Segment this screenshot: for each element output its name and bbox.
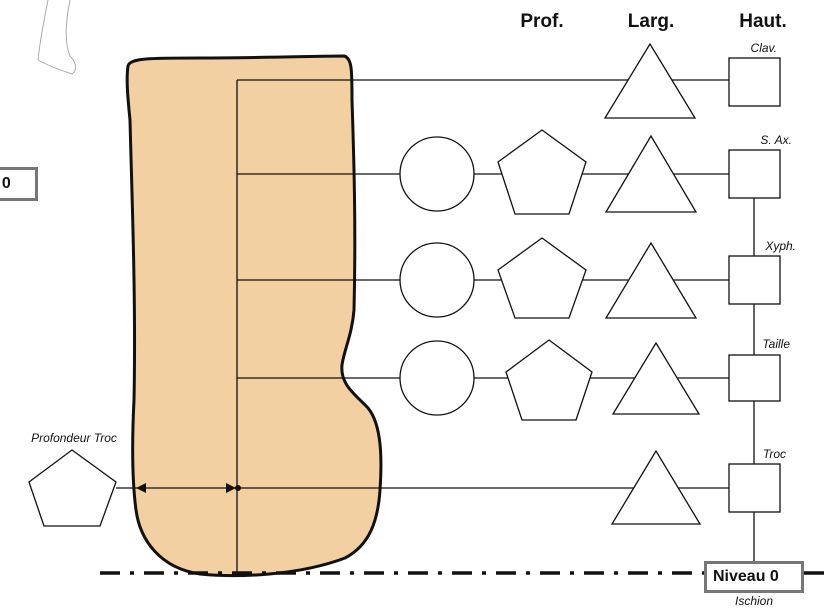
depth-pentagon-taille [506,340,592,420]
height-box-taille [729,355,780,401]
level-zero-badge-left-text: . 0 [0,175,11,192]
height-box-troc [729,464,780,512]
reference-caption: Ischion [735,594,773,608]
level-zero-badge-right-text: Niveau 0 [713,568,779,585]
side-measure-label: Profondeur Troc [31,431,117,445]
level-zero-badge-left: . 0 [0,167,38,201]
depth-circle-xyph [400,243,474,317]
depth-circle-taille [400,341,474,415]
height-box-clav [729,58,780,106]
level-zero-badge-right: Niveau 0 [704,561,804,593]
side-depth-pentagon [29,450,116,526]
width-triangle-clav [605,44,695,118]
level-label-xyph: Xyph. [764,239,796,253]
axis-point [235,485,241,491]
level-label-clav: Clav. [751,41,777,55]
depth-pentagon-sax [498,130,586,214]
header-depth: Prof. [520,11,563,32]
level-label-taille: Taille [762,337,790,351]
header-width: Larg. [628,11,674,32]
leg-sketch [38,0,76,74]
body-silhouette [127,56,381,576]
height-box-sax [729,150,780,198]
height-box-xyph [729,256,780,304]
header-height: Haut. [739,11,787,32]
depth-circle-sax [400,137,474,211]
depth-pentagon-xyph [498,238,586,318]
level-label-sax: S. Ax. [760,133,792,147]
level-label-troc: Troc [763,447,786,461]
